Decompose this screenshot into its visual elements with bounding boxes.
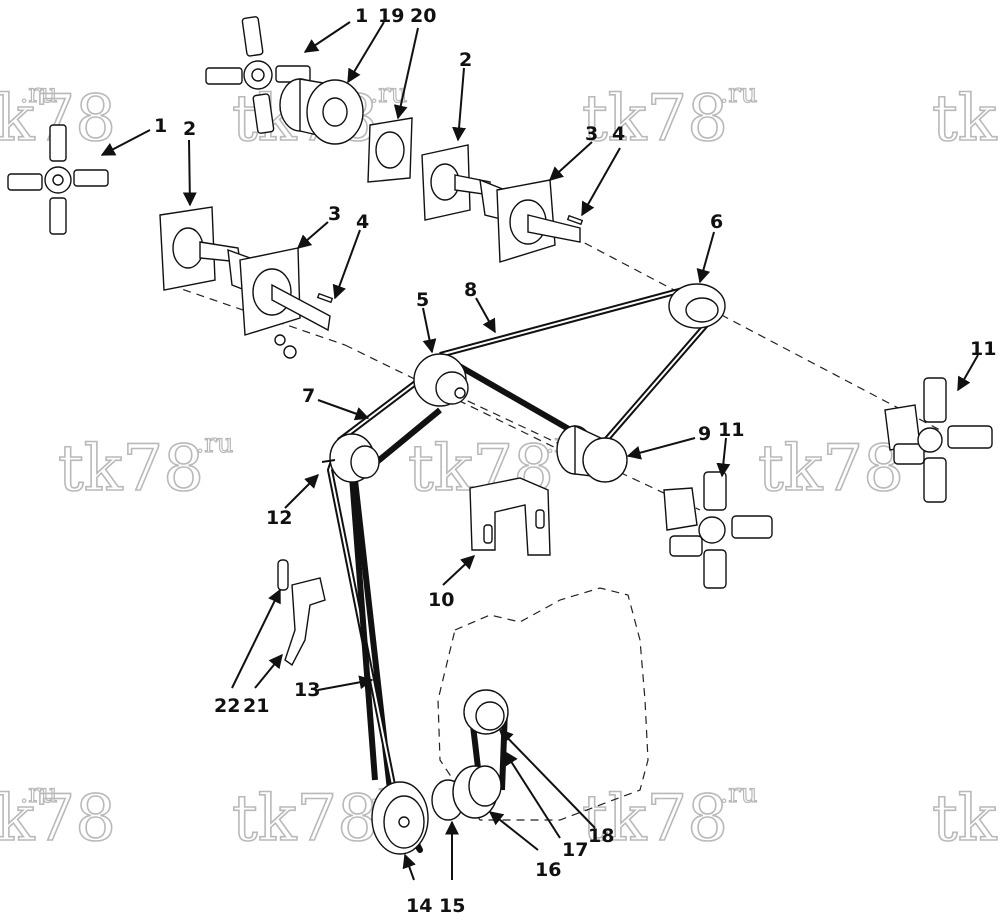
watermark-suffix: .ru [720,779,757,809]
callout-3: 3 [585,123,598,145]
pulley-left [321,433,380,483]
tension-bracket [277,559,326,667]
watermark-text: tk78 [582,82,728,156]
center-line [559,229,941,431]
pulley-center [413,353,469,407]
watermark-suffix: .ru [20,79,57,109]
callout-10: 10 [428,589,454,611]
callout-22: 22 [214,695,240,717]
callout-1: 1 [154,115,167,137]
watermark-text: tk78 [932,782,1000,856]
fan-blade-large-right [884,377,993,503]
callout-2: 2 [459,49,472,71]
fan-blade-large-center [663,471,773,589]
callout-17: 17 [562,839,588,861]
bearing-assembly-upper [421,144,584,263]
center-line [169,284,346,346]
callout-18: 18 [588,825,614,847]
fan-blade-small-top [205,16,311,134]
electric-clutch [556,424,628,483]
callout-3: 3 [328,203,341,225]
watermark-text: tk78 [0,782,116,856]
callout-2: 2 [183,118,196,140]
callout-11: 11 [718,419,744,441]
callout-12: 12 [266,507,292,529]
watermark-text: tk78 [758,432,904,506]
callout-11: 11 [970,338,996,360]
callout-labels: 1 19 20 1 2 2 3 4 3 4 6 5 8 7 9 11 11 12… [154,5,996,917]
callout-6: 6 [710,211,723,233]
bearing-assembly-lower [159,206,334,359]
watermark-suffix: .ru [196,429,233,459]
small-pulley-group [431,765,502,821]
hub-adapter [279,78,364,145]
leader-lines [100,21,979,881]
pulley-idler-right [668,283,726,329]
callout-20: 20 [410,5,436,27]
callout-5: 5 [416,289,429,311]
engine-outline [437,587,649,821]
clutch-bracket [469,477,551,556]
watermark-suffix: .ru [20,779,57,809]
belts [327,285,715,853]
callout-13: 13 [294,679,320,701]
callout-7: 7 [302,385,315,407]
watermark-text: tk78 [58,432,204,506]
callout-15: 15 [439,895,465,917]
callout-1: 1 [355,5,368,27]
upper-pulley-drive [463,689,509,735]
callout-9: 9 [698,423,711,445]
watermark-text: tk78 [232,782,378,856]
callout-14: 14 [406,895,432,917]
mounting-plate-small [367,117,413,183]
watermark-suffix: .ru [720,79,757,109]
callout-4: 4 [612,123,625,145]
callout-8: 8 [464,279,477,301]
callout-19: 19 [378,5,404,27]
callout-16: 16 [535,859,561,881]
fan-blade-small-left [7,124,109,235]
callout-21: 21 [243,695,269,717]
crankshaft-pulley [371,781,429,855]
watermark-text: tk78 [582,782,728,856]
callout-4: 4 [356,211,369,233]
watermark-text: tk78 [932,82,1000,156]
center-line [454,394,701,511]
